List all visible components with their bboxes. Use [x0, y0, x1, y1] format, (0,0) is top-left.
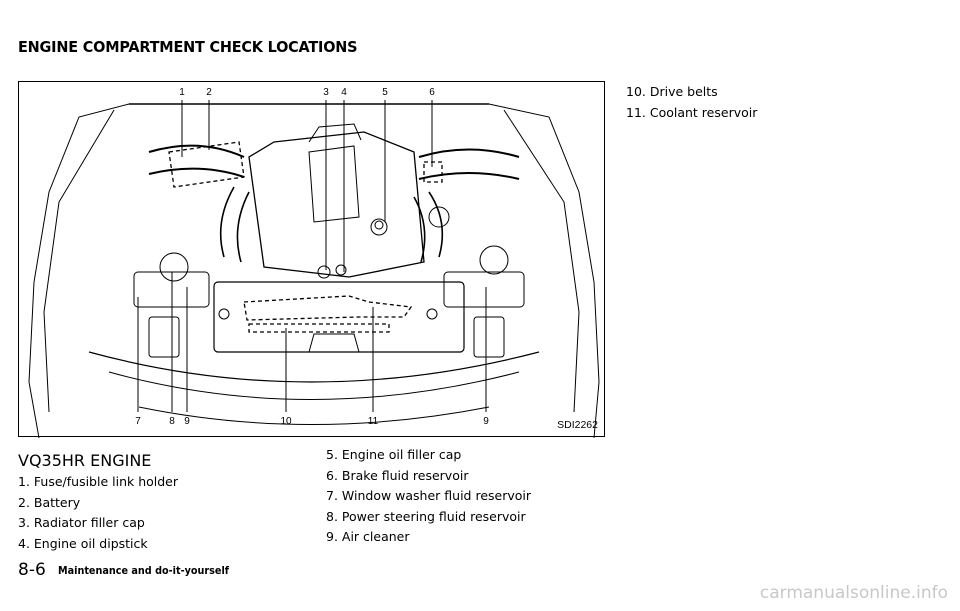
callout-4: 4 [341, 87, 347, 98]
figure-code: SDI2262 [557, 419, 598, 431]
section-title: VQ35HR ENGINE [18, 451, 152, 470]
component-list-right: 10. Drive belts 11. Coolant reservoir [626, 82, 757, 123]
list-item: 2. Battery [18, 494, 81, 510]
callout-11: 11 [367, 416, 379, 427]
page-number: 8-6 [18, 560, 46, 580]
watermark: carmanualsonline.info [759, 583, 948, 603]
list-item: 8. Power steering fluid reservoir [326, 508, 526, 524]
list-item: 1. Fuse/fusible link holder [18, 474, 179, 489]
callout-5: 5 [382, 87, 388, 98]
list-item: 7. Window washer fluid reservoir [326, 488, 532, 503]
list-item: 5. Engine oil filler cap [326, 447, 462, 462]
callout-3: 3 [323, 87, 329, 98]
component-list-left: 1. Fuse/fusible link holder 2. Battery 3… [18, 472, 178, 554]
engine-diagram: 1 2 3 4 5 6 7 8 9 10 11 9 SDI2262 [18, 81, 605, 438]
callout-6: 6 [429, 87, 435, 98]
callout-10: 10 [280, 416, 292, 427]
list-item: 6. Brake fluid reservoir [326, 467, 469, 483]
component-list-middle: 5. Engine oil filler cap 6. Brake fluid … [326, 445, 531, 548]
callout-8: 8 [169, 416, 175, 427]
callout-9-left: 9 [184, 416, 190, 427]
callout-1: 1 [179, 87, 185, 98]
engine-illustration [28, 100, 600, 438]
chapter-title: Maintenance and do-it-yourself [58, 565, 229, 577]
callout-7: 7 [135, 416, 141, 427]
callout-2: 2 [206, 87, 212, 98]
list-item: 9. Air cleaner [326, 529, 410, 544]
list-item: 4. Engine oil dipstick [18, 535, 148, 551]
list-item: 3. Radiator filler cap [18, 515, 145, 530]
callout-9-right: 9 [483, 416, 489, 427]
list-item: 11. Coolant reservoir [626, 104, 758, 120]
page-heading: ENGINE COMPARTMENT CHECK LOCATIONS [18, 38, 358, 56]
list-item: 10. Drive belts [626, 84, 718, 99]
